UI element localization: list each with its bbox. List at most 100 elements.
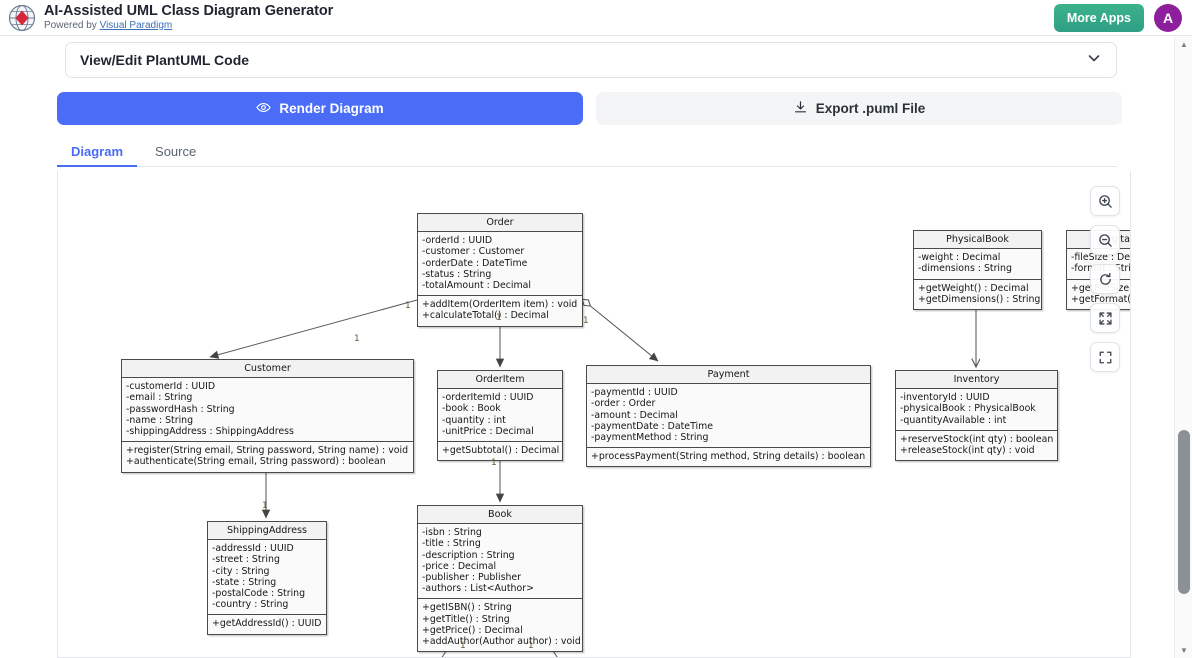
uml-attribute: -totalAmount : Decimal: [422, 280, 532, 292]
uml-attribute: -name : String: [126, 414, 194, 426]
scroll-up-arrow-icon[interactable]: ▲: [1180, 39, 1188, 49]
powered-by-prefix: Powered by: [44, 19, 100, 31]
zoom-in-icon[interactable]: [1090, 186, 1120, 216]
uml-attribute: -physicalBook : PhysicalBook: [900, 403, 1036, 415]
uml-method: +getSubtotal() : Decimal: [442, 445, 560, 457]
uml-attribute: -paymentDate : DateTime: [591, 420, 714, 432]
uml-method: +getWeight() : Decimal: [918, 282, 1029, 294]
uml-attribute: -street : String: [212, 554, 280, 566]
uml-methods: +getSubtotal() : Decimal: [438, 442, 562, 461]
diagram-canvas[interactable]: Order-orderId : UUID-customer : Customer…: [57, 171, 1131, 658]
uml-method: +getTitle() : String: [422, 613, 510, 625]
eye-icon: [256, 100, 272, 118]
uml-class-shippingaddress[interactable]: ShippingAddress -addressId : UUID-street …: [207, 521, 327, 635]
render-diagram-label: Render Diagram: [279, 101, 384, 116]
uml-class-name: Order: [418, 214, 582, 233]
uml-attributes: -paymentId : UUID-order : Order-amount :…: [587, 384, 870, 449]
uml-attributes: -isbn : String-title : String-descriptio…: [418, 524, 582, 600]
uml-attributes: -orderId : UUID-customer : Customer-orde…: [418, 232, 582, 297]
uml-class-name: Inventory: [896, 371, 1057, 390]
render-diagram-button[interactable]: Render Diagram: [57, 92, 583, 125]
uml-class-physicalbook[interactable]: PhysicalBook-weight : Decimal-dimensions…: [913, 230, 1042, 311]
uml-attribute: -postalCode : String: [212, 588, 306, 600]
uml-class-name: Customer: [122, 360, 413, 379]
fit-screen-icon[interactable]: [1090, 303, 1120, 333]
uml-attribute: -city : String: [212, 565, 270, 577]
tab-diagram[interactable]: Diagram: [57, 140, 138, 167]
uml-attribute: -addressId : UUID: [212, 543, 294, 555]
uml-attribute: -orderDate : DateTime: [422, 257, 528, 269]
download-icon: [793, 100, 808, 118]
uml-method: +getAddressId() : UUID: [212, 618, 322, 630]
uml-attribute: -price : Decimal: [422, 560, 497, 572]
uml-attribute: -weight : Decimal: [918, 252, 1001, 264]
uml-attribute: -orderId : UUID: [422, 235, 493, 247]
uml-class-orderitem[interactable]: OrderItem-orderItemId : UUID-book : Book…: [437, 370, 563, 462]
export-puml-button[interactable]: Export .puml File: [596, 92, 1122, 125]
uml-attribute: -fileSize : Decimal: [1071, 252, 1131, 264]
chevron-down-icon[interactable]: [1086, 50, 1102, 71]
uml-attribute: -paymentMethod : String: [591, 432, 709, 444]
uml-attribute: -book : Book: [442, 403, 501, 415]
diagram-surface[interactable]: Order-orderId : UUID-customer : Customer…: [58, 171, 1130, 657]
uml-methods: +getISBN() : String+getTitle() : String+…: [418, 599, 582, 652]
multiplicity-label: 1: [460, 641, 466, 651]
uml-class-payment[interactable]: Payment-paymentId : UUID-order : Order-a…: [586, 365, 871, 468]
action-button-row: Render Diagram Export .puml File: [57, 92, 1122, 125]
uml-methods: +reserveStock(int qty) : boolean+release…: [896, 430, 1057, 461]
uml-methods: +getWeight() : Decimal+getDimensions() :…: [914, 279, 1041, 310]
uml-attribute: -title : String: [422, 538, 481, 550]
uml-attribute: -quantity : int: [442, 414, 506, 426]
uml-class-customer[interactable]: Customer-customerId : UUID-email : Strin…: [121, 359, 414, 473]
uml-attribute: -state : String: [212, 576, 277, 588]
uml-methods: +getAddressId() : UUID: [208, 615, 326, 634]
app-header: AI-Assisted UML Class Diagram Generator …: [0, 0, 1192, 36]
visual-paradigm-link[interactable]: Visual Paradigm: [99, 19, 173, 31]
uml-attribute: -inventoryId : UUID: [900, 392, 990, 404]
code-panel-title: View/Edit PlantUML Code: [80, 52, 250, 68]
uml-method: +getISBN() : String: [422, 602, 512, 614]
uml-methods: +processPayment(String method, String de…: [587, 448, 870, 467]
uml-method: +reserveStock(int qty) : boolean: [900, 433, 1054, 445]
uml-attributes: -weight : Decimal-dimensions : String: [914, 249, 1041, 280]
uml-attribute: -email : String: [126, 392, 193, 404]
uml-class-book[interactable]: Book-isbn : String-title : String-descri…: [417, 505, 583, 653]
uml-attributes: -customerId : UUID-email : String-passwo…: [122, 378, 413, 443]
uml-attributes: -orderItemId : UUID-book : Book-quantity…: [438, 389, 562, 443]
uml-method: +calculateTotal() : Decimal: [422, 310, 549, 322]
uml-methods: +addItem(OrderItem item) : void+calculat…: [418, 296, 582, 326]
page-scrollbar-thumb[interactable]: [1178, 430, 1190, 594]
uml-attributes: -inventoryId : UUID-physicalBook : Physi…: [896, 389, 1057, 431]
uml-class-inventory[interactable]: Inventory-inventoryId : UUID-physicalBoo…: [895, 370, 1058, 462]
uml-attribute: -description : String: [422, 549, 515, 561]
uml-class-order[interactable]: Order-orderId : UUID-customer : Customer…: [417, 213, 583, 327]
zoom-out-icon[interactable]: [1090, 225, 1120, 255]
uml-attribute: -order : Order: [591, 398, 656, 410]
uml-method: +addItem(OrderItem item) : void: [422, 299, 578, 311]
uml-method: +register(String email, String password,…: [126, 445, 409, 457]
app-title: AI-Assisted UML Class Diagram Generator: [44, 2, 334, 19]
uml-class-name: ShippingAddress: [208, 522, 326, 541]
page-scroll-area: View/Edit PlantUML Code Render Diagram E…: [0, 36, 1174, 658]
multiplicity-label: 1: [405, 301, 411, 311]
uml-method: +processPayment(String method, String de…: [591, 451, 866, 463]
more-apps-button[interactable]: More Apps: [1053, 3, 1144, 32]
export-puml-label: Export .puml File: [815, 101, 926, 116]
tab-source[interactable]: Source: [141, 140, 210, 166]
page-vertical-scrollbar[interactable]: ▲ ▼: [1174, 36, 1192, 658]
multiplicity-label: 1: [528, 641, 534, 651]
avatar[interactable]: A: [1154, 3, 1182, 32]
header-actions: More Apps A: [1053, 3, 1182, 32]
view-edit-plantuml-code-panel[interactable]: View/Edit PlantUML Code: [65, 42, 1117, 78]
visual-paradigm-logo-icon: [8, 4, 36, 32]
uml-method: +releaseStock(int qty) : void: [900, 445, 1035, 457]
uml-attribute: -status : String: [422, 268, 492, 280]
scroll-down-arrow-icon[interactable]: ▼: [1180, 645, 1188, 655]
reset-icon[interactable]: [1090, 264, 1120, 294]
fullscreen-icon[interactable]: [1090, 342, 1120, 372]
uml-attribute: -isbn : String: [422, 527, 482, 539]
uml-method: +getFormat() : String: [1071, 293, 1131, 305]
uml-attribute: -country : String: [212, 599, 289, 611]
uml-method: +getDimensions() : String: [918, 293, 1041, 305]
uml-attribute: -paymentId : UUID: [591, 387, 678, 399]
